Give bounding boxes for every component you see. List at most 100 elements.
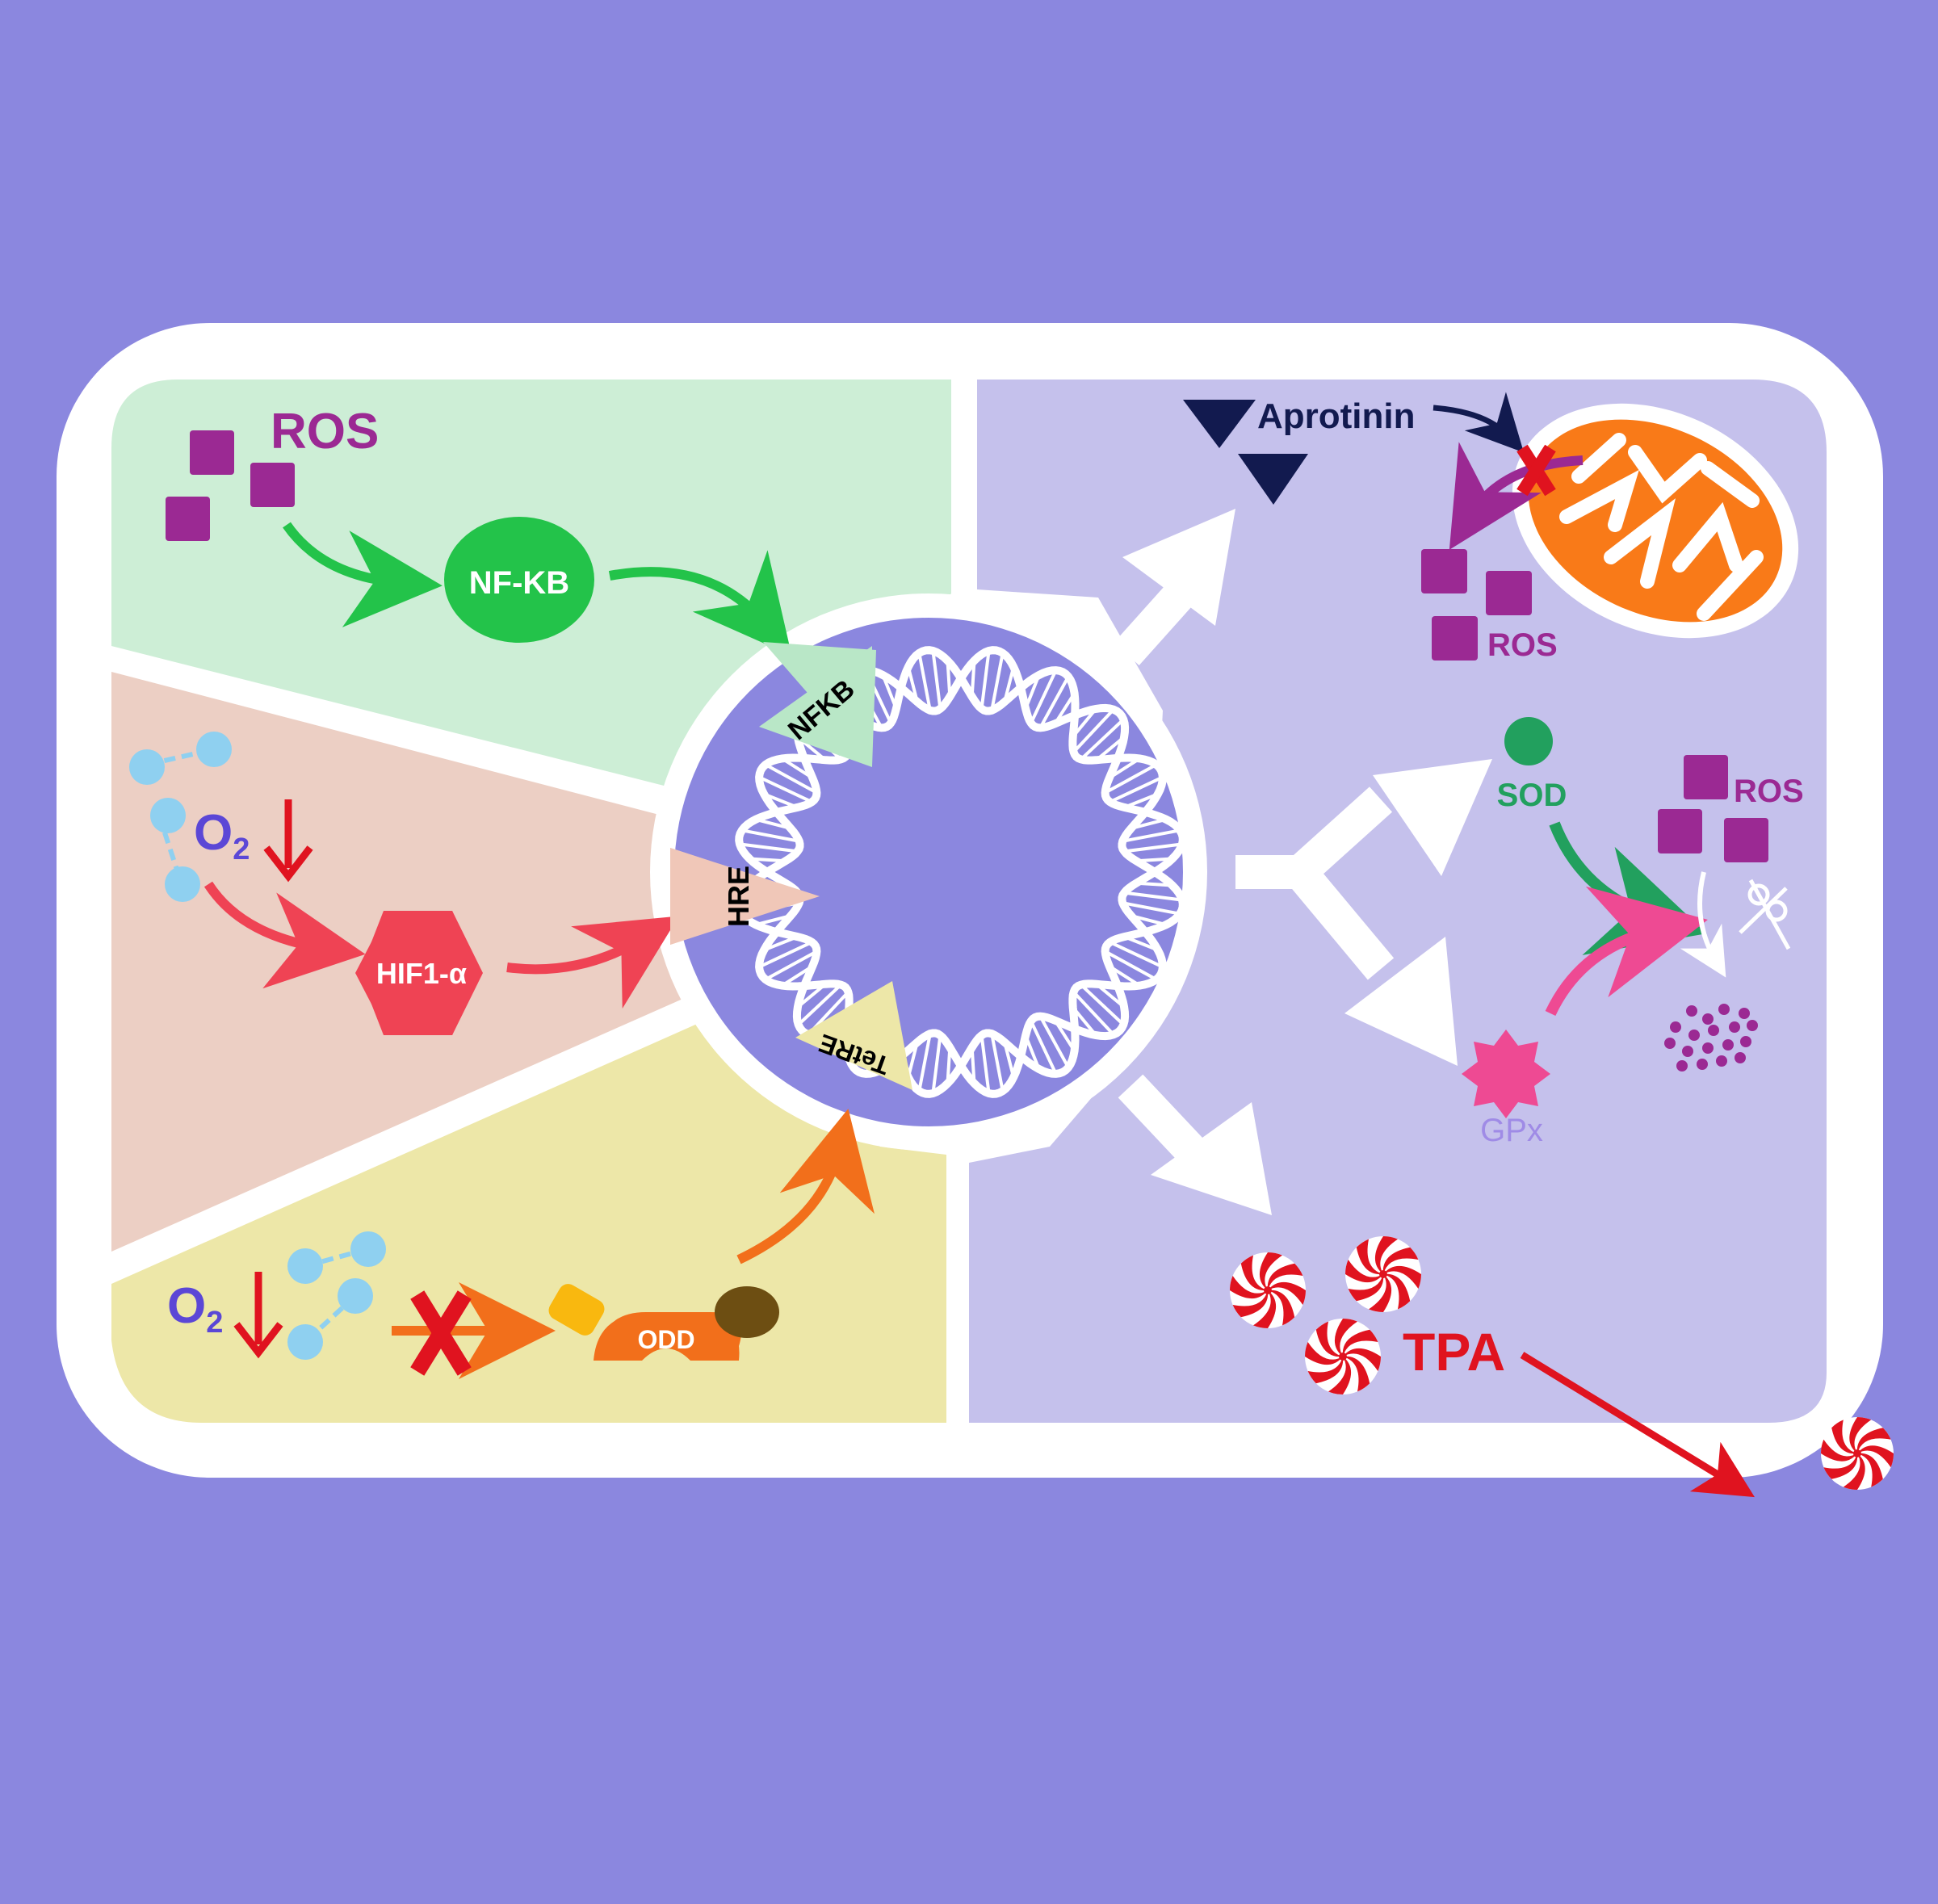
degraded-ros-dot: [1718, 1004, 1730, 1015]
oxygen-molecule-icon: [129, 732, 232, 902]
o2-label-mid: O2: [194, 805, 250, 866]
dna-rung: [765, 763, 818, 795]
blocked-x-icon: [410, 1290, 472, 1376]
ros-to-nfkb-arrow: [283, 522, 443, 627]
degraded-ros-dots: [1664, 1004, 1758, 1072]
cleavage-arrow: [1680, 871, 1726, 978]
degraded-ros-dot: [1729, 1021, 1740, 1033]
degraded-ros-dot: [1670, 1021, 1681, 1033]
hif-to-hre-arrow: [506, 916, 679, 1009]
dna-rung: [1104, 950, 1157, 981]
ros-square-icon: [250, 463, 295, 507]
ros-square-icon: [1432, 616, 1478, 661]
dna-rung: [970, 661, 976, 697]
dna-rung: [1003, 666, 1016, 702]
dna-rung: [1109, 940, 1164, 969]
degraded-ros-dot: [1697, 1059, 1708, 1070]
ros-square-icon: [166, 497, 210, 541]
sod-label: SOD: [1497, 778, 1567, 813]
dna-rung: [1038, 1015, 1070, 1068]
dna-rung: [917, 1033, 932, 1092]
dna-rung: [1029, 669, 1058, 724]
dna-rung: [758, 775, 813, 804]
dna-rung: [1072, 707, 1097, 738]
dna-rung: [906, 666, 919, 702]
dna-rung: [796, 983, 827, 1009]
dna-rung: [741, 828, 800, 843]
dna-rung: [1080, 983, 1125, 1026]
dna-rung: [1003, 1042, 1016, 1078]
dna-rung: [758, 940, 813, 969]
tet-protein: [715, 1286, 779, 1338]
nf-kb-label: NF-KB: [469, 565, 569, 601]
dna-rung: [970, 1047, 976, 1084]
hif1a-label: HIF1-α: [376, 957, 467, 990]
tpa-secretion-arrow: [1520, 1352, 1755, 1498]
ros-square-icon: [1658, 809, 1702, 853]
degraded-ros-dot: [1708, 1025, 1719, 1036]
ros-label-right: ROS: [1734, 774, 1804, 809]
dna-rung: [1123, 792, 1159, 809]
ros-square-icon: [1684, 755, 1728, 799]
tpa-label: TPA: [1403, 1322, 1505, 1382]
dna-ring-icon: [735, 646, 1187, 1098]
aprotinin-label: Aprotinin: [1257, 396, 1416, 436]
degraded-ros-dot: [1702, 1013, 1714, 1025]
dna-rung: [917, 652, 932, 711]
o2-label-low: O2: [167, 1278, 223, 1340]
aprotinin-triangle-icon: [1183, 400, 1256, 448]
down-arrow-icon: [263, 799, 313, 883]
gpx-to-ros-arrow: [1545, 886, 1708, 1017]
scissors-icon: [1739, 879, 1791, 950]
degraded-ros-dot: [1686, 1005, 1697, 1017]
dna-rung: [881, 674, 898, 710]
degraded-ros-dot: [1716, 1055, 1727, 1067]
dna-rung: [1104, 763, 1157, 795]
dna-rung: [1072, 991, 1115, 1036]
dna-rung: [739, 842, 798, 853]
dna-rung: [1038, 676, 1070, 729]
dna-rung: [1108, 757, 1141, 780]
dna-rung: [1124, 891, 1183, 902]
dna-rung: [990, 652, 1005, 711]
dna-rung: [1024, 674, 1041, 710]
dna-rung: [979, 650, 991, 709]
dna-rung: [1122, 828, 1181, 843]
gpx-star-icon: [1462, 1030, 1550, 1118]
tpa-swirl-icon: [1305, 1319, 1381, 1394]
dna-rung: [1136, 857, 1172, 863]
blocked-x-icon: [1516, 444, 1556, 497]
arrow-head-sod: [1373, 759, 1492, 876]
dna-rung: [1072, 708, 1115, 753]
hydroxyl-group: [548, 1284, 605, 1336]
dna-rung: [1095, 983, 1126, 1009]
dna-rung: [781, 757, 814, 780]
dna-rung: [931, 650, 942, 709]
dna-rung: [1053, 692, 1076, 725]
dna-rung: [1053, 1019, 1076, 1052]
degraded-ros-dot: [1682, 1046, 1693, 1057]
arrow-head-aprotinin: [1122, 509, 1235, 626]
sod-node: [1504, 717, 1553, 765]
dna-rung: [797, 983, 842, 1026]
dna-rung: [781, 964, 814, 988]
dna-rung: [1130, 914, 1167, 927]
dna-rung: [1080, 718, 1125, 761]
tetre-response-element: [795, 981, 912, 1090]
degraded-ros-dot: [1702, 1042, 1714, 1054]
dna-rung: [946, 1047, 952, 1084]
dna-rung: [763, 792, 799, 809]
dna-rung: [1136, 881, 1172, 887]
dna-rung: [1130, 817, 1167, 830]
ros-cluster-right: [1658, 755, 1768, 862]
ros-cluster-mito: [1421, 549, 1532, 661]
arrow-head-gpx: [1344, 937, 1458, 1066]
hre-element-label: HRE: [722, 866, 755, 927]
dna-rung: [1072, 1006, 1097, 1037]
mitochondrion-icon: [1512, 403, 1799, 639]
dna-rung: [1123, 935, 1159, 952]
tpa-swirl-icon: [1345, 1236, 1421, 1312]
arrow-head-tpa: [1151, 1102, 1272, 1215]
dna-rung: [763, 935, 799, 952]
